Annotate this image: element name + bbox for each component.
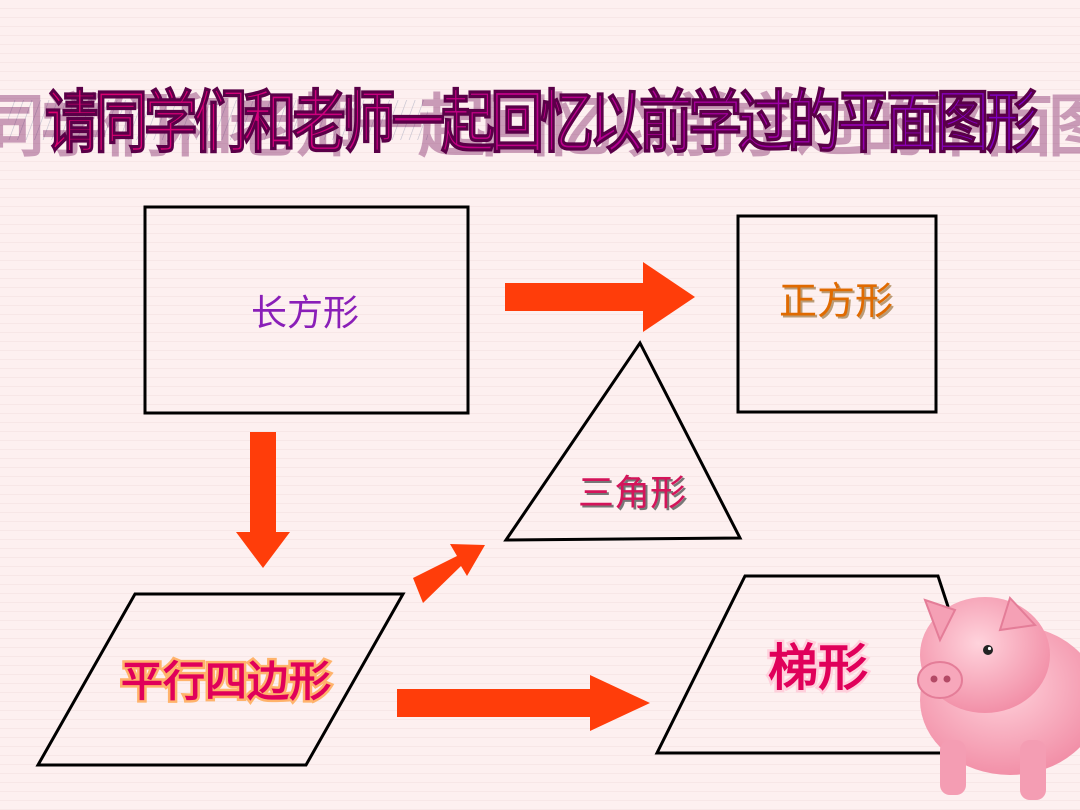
square-label: 正方形: [779, 279, 893, 323]
title-hatch-decoration: [8, 100, 428, 140]
arrow-parallelogram-to-trapezoid: [397, 675, 650, 731]
pig-icon: [917, 596, 1080, 800]
triangle-label-shadow: 三角形: [580, 475, 688, 516]
triangle-label: 三角形: [578, 473, 686, 514]
square-shape: [736, 214, 938, 414]
rectangle-label: 长方形: [251, 293, 359, 334]
parallelogram-label-outline: 平行四边形: [121, 657, 331, 706]
arrow-rectangle-to-parallelogram: [236, 432, 290, 568]
trapezoid-label: 梯形: [768, 638, 868, 697]
square-label-shadow: 正方形: [781, 281, 895, 325]
page-title: 请同学们和老师一起回忆以前学过的平面图形: [45, 84, 1039, 163]
trapezoid-label-outline: 梯形: [768, 638, 868, 697]
rectangle-shape: [143, 205, 470, 415]
parallelogram-shape: [35, 592, 406, 767]
page-title-shadow: 请同学们和老师一起回忆以前学过的平面图形: [0, 88, 1080, 167]
arrow-rectangle-to-square: [505, 262, 695, 332]
parallelogram-label: 平行四边形: [121, 657, 331, 706]
triangle-shape: [503, 340, 743, 542]
arrow-parallelogram-to-triangle: [413, 544, 485, 603]
